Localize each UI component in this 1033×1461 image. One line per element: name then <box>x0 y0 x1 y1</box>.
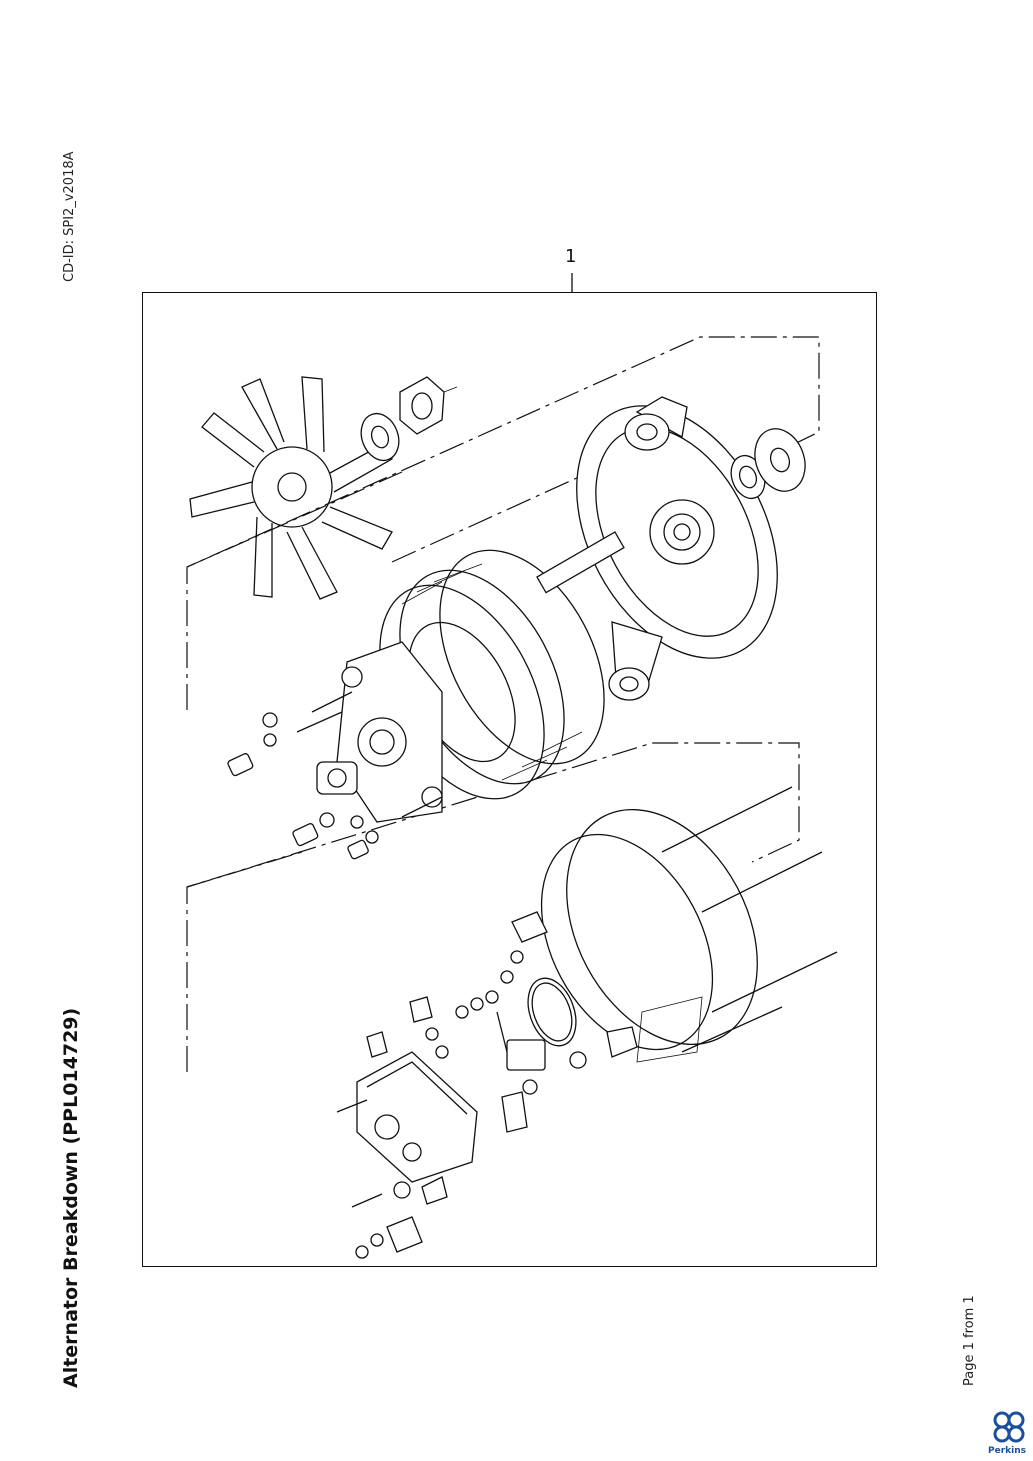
brand-wordmark: Perkins <box>988 1446 1026 1456</box>
diagram-frame <box>142 292 877 1267</box>
drive-end-housing <box>576 396 778 701</box>
callout-leader <box>571 273 573 292</box>
brush-holder <box>316 761 358 795</box>
page-title: Alternator Breakdown (PPL014729) <box>60 1007 82 1388</box>
washers-nuts-middle <box>425 911 638 1069</box>
rectifier-plate <box>336 641 443 823</box>
terminal-clips <box>351 1091 528 1259</box>
cd-id-label: CD-ID: SPI2_v2018A <box>62 151 77 282</box>
fasteners-left <box>227 691 443 860</box>
fan <box>189 376 393 600</box>
thrust-washer <box>754 428 806 492</box>
alternator-exploded-view <box>186 336 838 1259</box>
assembly-guide-lines <box>186 336 820 1072</box>
callout-number: 1 <box>565 246 577 267</box>
spring-washer <box>360 412 400 462</box>
voltage-regulator <box>336 996 478 1183</box>
hex-nut <box>399 376 458 435</box>
perkins-logo <box>993 1411 1025 1443</box>
capacitor <box>496 1011 546 1095</box>
page-indicator: Page 1 from 1 <box>962 1295 977 1386</box>
o-ring <box>527 977 577 1047</box>
slip-ring-end-housing <box>540 786 838 1063</box>
